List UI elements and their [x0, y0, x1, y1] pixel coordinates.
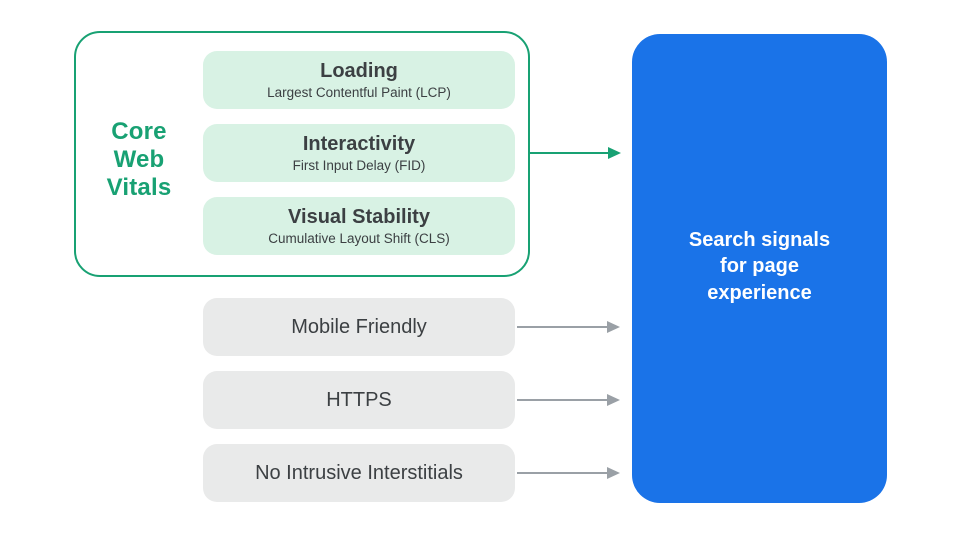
vital-subtitle: First Input Delay (FID): [292, 157, 426, 173]
signal-card-mobile-friendly: Mobile Friendly: [203, 298, 515, 356]
arrow-no-intrusive-interstitials-icon: [517, 472, 609, 474]
signal-label: Mobile Friendly: [291, 315, 427, 338]
core-web-vitals-label-line: Web: [113, 146, 165, 173]
vital-subtitle: Largest Contentful Paint (LCP): [267, 84, 451, 100]
core-web-vitals-label: Core Web Vitals: [74, 118, 204, 202]
vital-card-visual-stability: Visual Stability Cumulative Layout Shift…: [203, 197, 515, 255]
signal-label: No Intrusive Interstitials: [255, 461, 463, 484]
core-web-vitals-label-line: Vitals: [106, 174, 172, 201]
arrow-no-intrusive-interstitials-head-icon: [607, 467, 620, 479]
search-signals-line: experience: [707, 281, 812, 304]
search-signals-text: Search signals for page experience: [689, 227, 830, 307]
signal-card-https: HTTPS: [203, 371, 515, 429]
vital-title: Loading: [320, 59, 398, 82]
vital-subtitle: Cumulative Layout Shift (CLS): [268, 230, 450, 246]
arrow-https-head-icon: [607, 394, 620, 406]
search-signals-line: for page: [720, 255, 799, 278]
vital-card-loading: Loading Largest Contentful Paint (LCP): [203, 51, 515, 109]
signal-card-no-intrusive-interstitials: No Intrusive Interstitials: [203, 444, 515, 502]
search-signals-panel: Search signals for page experience: [632, 34, 887, 503]
signal-label: HTTPS: [326, 388, 392, 411]
arrow-https-icon: [517, 399, 609, 401]
vital-title: Visual Stability: [288, 205, 430, 228]
vital-title: Interactivity: [302, 132, 416, 155]
arrow-core-web-vitals-head-icon: [608, 147, 621, 159]
arrow-mobile-friendly-icon: [517, 326, 609, 328]
arrow-core-web-vitals-icon: [530, 152, 610, 154]
vital-card-interactivity: Interactivity First Input Delay (FID): [203, 124, 515, 182]
core-web-vitals-label-line: Core: [111, 118, 167, 145]
arrow-mobile-friendly-head-icon: [607, 321, 620, 333]
search-signals-line: Search signals: [688, 228, 831, 251]
